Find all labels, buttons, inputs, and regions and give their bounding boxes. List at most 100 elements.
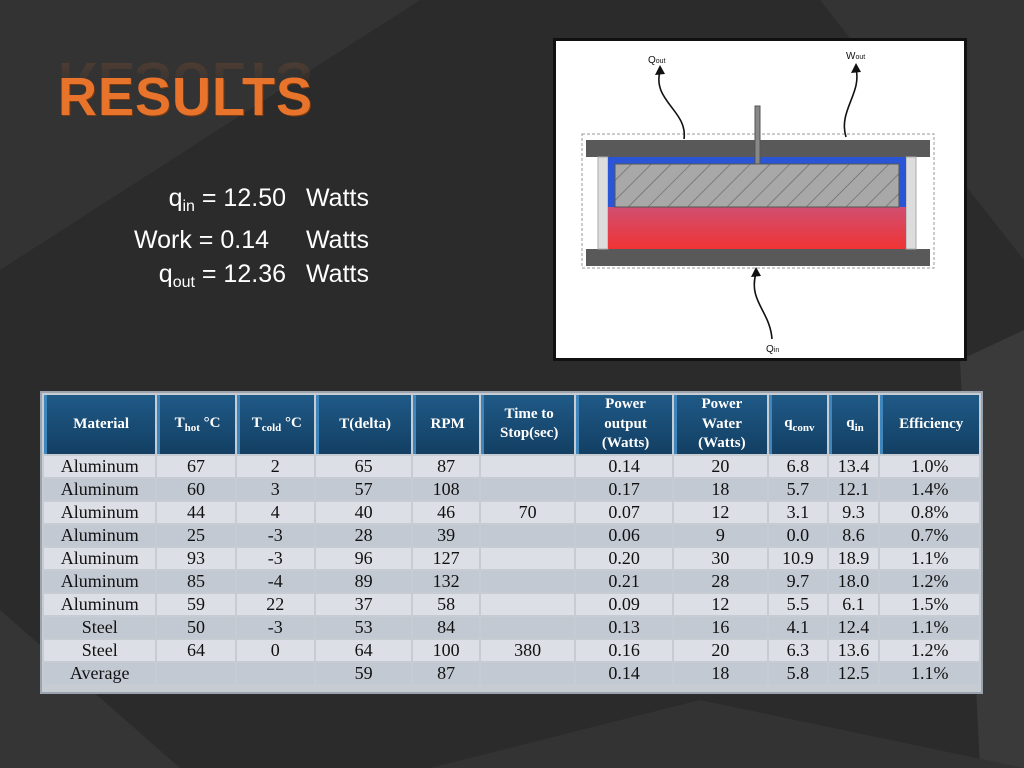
cell-rpm: 132	[413, 570, 479, 592]
cell-qin: 18.9	[828, 547, 879, 569]
cell-qin: 18.0	[828, 570, 879, 592]
cell-time-to-stop	[480, 662, 575, 684]
cell-power-water: 12	[673, 593, 768, 615]
cell-tcold: 3	[236, 478, 314, 500]
cell-time-to-stop	[480, 455, 575, 477]
cell-efficiency: 1.1%	[880, 547, 979, 569]
cell-tcold: 4	[236, 501, 314, 523]
cell-efficiency: 1.5%	[880, 593, 979, 615]
results-table-grid: Material Thot °C Tcold °C T(delta) RPM T…	[42, 393, 981, 686]
cell-material: Steel	[44, 639, 156, 661]
cell-tcold: 0	[236, 639, 314, 661]
cell-rpm: 39	[413, 524, 479, 546]
cell-tcold: -3	[236, 547, 314, 569]
cell-qconv: 4.1	[769, 616, 827, 638]
header-efficiency: Efficiency	[880, 395, 979, 454]
cell-efficiency: 0.7%	[880, 524, 979, 546]
left-wall	[597, 156, 609, 250]
header-rpm: RPM	[413, 395, 479, 454]
cell-power-output: 0.14	[576, 455, 672, 477]
cell-tcold: -3	[236, 616, 314, 638]
header-material: Material	[44, 395, 156, 454]
qout-arrow	[658, 70, 685, 140]
cell-material: Aluminum	[44, 501, 156, 523]
cell-power-output: 0.07	[576, 501, 672, 523]
cell-efficiency: 1.1%	[880, 662, 979, 684]
cell-rpm: 84	[413, 616, 479, 638]
cell-power-output: 0.17	[576, 478, 672, 500]
cell-tcold: -3	[236, 524, 314, 546]
equation-qout: qout = 12.36	[158, 260, 286, 291]
cell-thot: 50	[157, 616, 235, 638]
cell-tdelta: 37	[315, 593, 412, 615]
cell-material: Aluminum	[44, 570, 156, 592]
cell-tdelta: 64	[315, 639, 412, 661]
cell-qconv: 5.7	[769, 478, 827, 500]
cell-tcold: -4	[236, 570, 314, 592]
cell-time-to-stop	[480, 570, 575, 592]
cell-tdelta: 53	[315, 616, 412, 638]
cell-qconv: 3.1	[769, 501, 827, 523]
cell-power-water: 12	[673, 501, 768, 523]
cell-power-water: 20	[673, 639, 768, 661]
cell-tdelta: 57	[315, 478, 412, 500]
cell-tdelta: 59	[315, 662, 412, 684]
cell-rpm: 100	[413, 639, 479, 661]
cell-rpm: 87	[413, 455, 479, 477]
table-header-row: Material Thot °C Tcold °C T(delta) RPM T…	[44, 395, 979, 454]
cell-power-output: 0.06	[576, 524, 672, 546]
cell-time-to-stop	[480, 547, 575, 569]
cell-power-water: 30	[673, 547, 768, 569]
cell-material: Average	[44, 662, 156, 684]
cell-tdelta: 28	[315, 524, 412, 546]
results-table: Material Thot °C Tcold °C T(delta) RPM T…	[40, 391, 983, 694]
cell-qin: 13.6	[828, 639, 879, 661]
cell-time-to-stop: 70	[480, 501, 575, 523]
cell-efficiency: 1.4%	[880, 478, 979, 500]
cell-thot: 93	[157, 547, 235, 569]
cell-tdelta: 40	[315, 501, 412, 523]
cell-qconv: 9.7	[769, 570, 827, 592]
cell-qconv: 10.9	[769, 547, 827, 569]
equation-qin-unit: Watts	[306, 184, 369, 212]
header-thot: Thot °C	[157, 395, 235, 454]
cell-thot: 67	[157, 455, 235, 477]
bottom-plate	[586, 249, 930, 266]
qin-label: Qin	[766, 344, 779, 355]
cell-qin: 8.6	[828, 524, 879, 546]
cell-thot: 85	[157, 570, 235, 592]
cell-qin: 6.1	[828, 593, 879, 615]
cell-material: Steel	[44, 616, 156, 638]
cell-thot: 44	[157, 501, 235, 523]
header-tcold: Tcold °C	[236, 395, 314, 454]
cell-rpm: 58	[413, 593, 479, 615]
cell-tdelta: 96	[315, 547, 412, 569]
cell-qconv: 6.3	[769, 639, 827, 661]
header-qconv: qconv	[769, 395, 827, 454]
cell-material: Aluminum	[44, 593, 156, 615]
cell-efficiency: 1.2%	[880, 570, 979, 592]
qin-arrow	[753, 272, 773, 340]
cell-tcold: 2	[236, 455, 314, 477]
cell-thot: 60	[157, 478, 235, 500]
cell-power-output: 0.13	[576, 616, 672, 638]
equation-work: Work = 0.14	[133, 226, 269, 254]
cold-region-left	[608, 157, 615, 207]
cell-thot	[157, 662, 235, 684]
cell-power-output: 0.20	[576, 547, 672, 569]
cell-material: Aluminum	[44, 547, 156, 569]
cell-time-to-stop	[480, 478, 575, 500]
cold-region-right	[899, 157, 906, 207]
cell-rpm: 46	[413, 501, 479, 523]
cell-tcold: 22	[236, 593, 314, 615]
cell-qconv: 5.5	[769, 593, 827, 615]
cell-time-to-stop	[480, 616, 575, 638]
cell-efficiency: 1.1%	[880, 616, 979, 638]
